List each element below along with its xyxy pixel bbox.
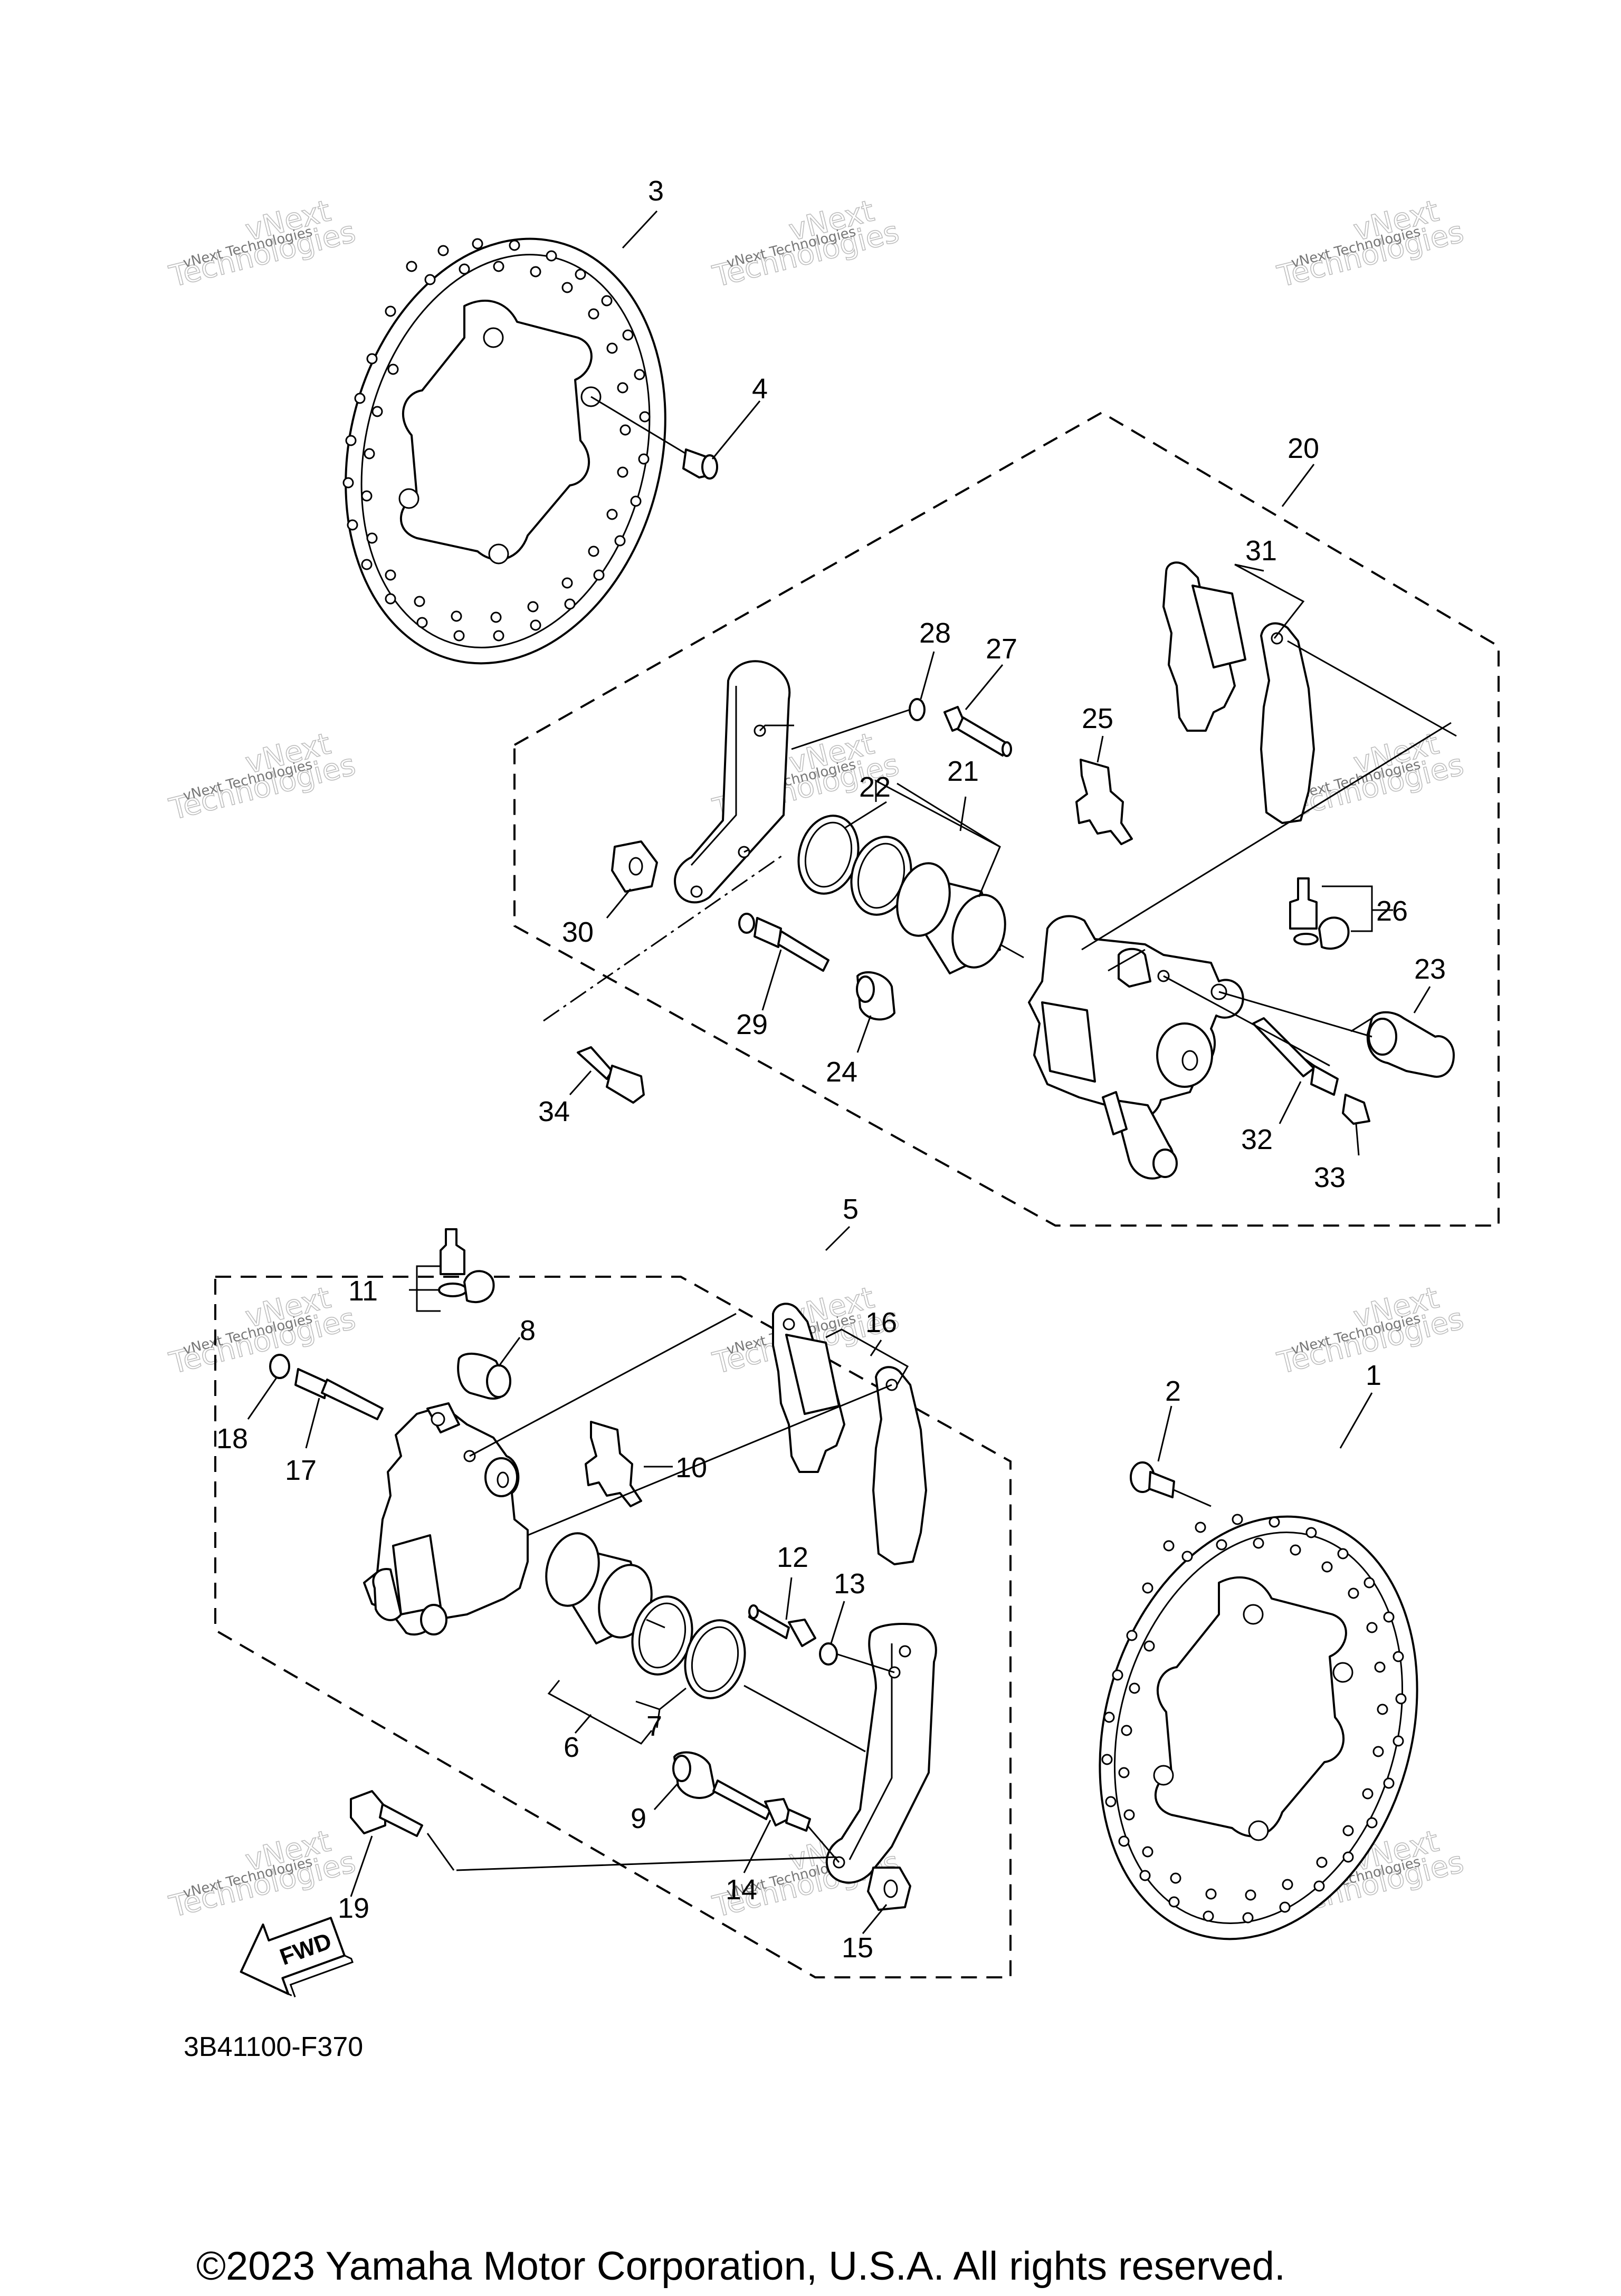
- assembly-lines: [426, 640, 1457, 1871]
- callout-14: 14: [726, 1874, 757, 1906]
- callout-4: 4: [752, 373, 768, 405]
- callout-23: 23: [1414, 953, 1446, 985]
- caliper-bracket-upper: [674, 660, 791, 904]
- callout-5: 5: [843, 1193, 859, 1225]
- callout-11: 11: [348, 1275, 378, 1307]
- bleeder-screw-26: [1289, 877, 1350, 950]
- callout-22: 22: [859, 771, 891, 803]
- leader-lines: [247, 210, 1431, 1934]
- callout-17: 17: [285, 1455, 317, 1486]
- watermark: vNext Technologies vNext Technologies: [166, 194, 359, 295]
- callout-20: 20: [1288, 433, 1319, 464]
- washer-28: [909, 698, 926, 721]
- caliper-body-lower: [363, 1402, 529, 1636]
- watermark: vNext Technologies vNext Technologies: [709, 194, 903, 295]
- sleeve-8: [457, 1352, 511, 1400]
- spring-nut-33: [1342, 1094, 1370, 1125]
- brake-disc-upper: [342, 237, 666, 665]
- callout-33: 33: [1314, 1162, 1346, 1193]
- callout-26: 26: [1376, 895, 1408, 927]
- disc-vent-holes: [342, 238, 651, 642]
- callout-25: 25: [1082, 703, 1113, 734]
- callout-28: 28: [919, 617, 951, 649]
- disc-bolt-upper: [590, 396, 718, 480]
- callout-31: 31: [1245, 535, 1277, 567]
- callout-12: 12: [777, 1542, 808, 1573]
- sleeve-23: [1366, 1011, 1455, 1078]
- bolt-34: [577, 1046, 645, 1104]
- pad-spring-25: [1075, 759, 1133, 845]
- front-caliper-group-outline: [214, 1276, 1012, 1978]
- callout-13: 13: [834, 1568, 865, 1600]
- callout-15: 15: [842, 1932, 873, 1964]
- callout-19: 19: [338, 1892, 369, 1924]
- bleeder-screw-11: [438, 1228, 495, 1304]
- callout-24: 24: [826, 1056, 857, 1088]
- watermark: vNext Technologies vNext Technologies: [166, 726, 359, 828]
- callout-32: 32: [1241, 1124, 1273, 1155]
- piston-21: [896, 862, 1006, 974]
- pin-bolt-12: [748, 1604, 816, 1647]
- caliper-bracket-lower: [825, 1623, 937, 1884]
- callout-7: 7: [646, 1710, 662, 1742]
- watermark: vNext Technologies vNext Technologies: [166, 1824, 359, 1925]
- spring-nut-18: [269, 1354, 290, 1379]
- callout-6: 6: [564, 1731, 579, 1763]
- brake-pads-16: [772, 1303, 927, 1565]
- watermark: vNext Technologies vNext Technologies: [166, 1280, 359, 1382]
- washer-13: [819, 1642, 838, 1666]
- piston-seals-22: [797, 815, 912, 916]
- callout-2: 2: [1165, 1375, 1181, 1407]
- caliper-body-upper: [1028, 915, 1244, 1180]
- piston-seals-7: [631, 1595, 746, 1699]
- caliper-pin-17: [294, 1368, 384, 1420]
- rear-caliper-group-outline: [513, 411, 1500, 1227]
- callout-34: 34: [538, 1096, 570, 1127]
- nut-30: [611, 840, 658, 893]
- callout-10: 10: [675, 1452, 707, 1484]
- sleeve-9: [672, 1751, 716, 1799]
- callout-30: 30: [562, 916, 594, 948]
- callout-21: 21: [947, 755, 979, 787]
- callout-3: 3: [648, 175, 664, 207]
- watermark: vNext Technologies vNext Technologies: [1274, 194, 1467, 295]
- copyright-notice: ©2023 Yamaha Motor Corporation, U.S.A. A…: [196, 2244, 1285, 2289]
- pin-bolt-14: [712, 1780, 811, 1832]
- brake-disc-lower: [1099, 1514, 1418, 1940]
- bolt-19: [350, 1790, 423, 1837]
- callout-27: 27: [986, 633, 1017, 665]
- pad-spring-10: [585, 1421, 642, 1507]
- caliper-pin-32: [1252, 1017, 1339, 1096]
- brake-pads-31: [1162, 561, 1315, 824]
- sleeve-24: [856, 971, 895, 1021]
- diagram-code: 3B41100-F370: [184, 2032, 364, 2062]
- callout-1: 1: [1366, 1360, 1381, 1391]
- disc-vent-holes: [1101, 1514, 1407, 1924]
- callout-16: 16: [865, 1307, 897, 1338]
- disc-bolt-lower: [1130, 1461, 1212, 1507]
- callout-18: 18: [216, 1423, 248, 1455]
- pin-bolt-29: [738, 913, 829, 972]
- nut-15: [867, 1867, 911, 1911]
- callout-29: 29: [736, 1009, 768, 1040]
- pin-bolt-27: [943, 706, 1012, 757]
- callout-labels: 3 4 20 31 28 27 25 22 21 26 23 30 29 24 …: [216, 175, 1446, 1964]
- callout-9: 9: [631, 1803, 646, 1834]
- fwd-arrow-icon: FWD: [240, 1917, 354, 1997]
- callout-8: 8: [520, 1315, 536, 1346]
